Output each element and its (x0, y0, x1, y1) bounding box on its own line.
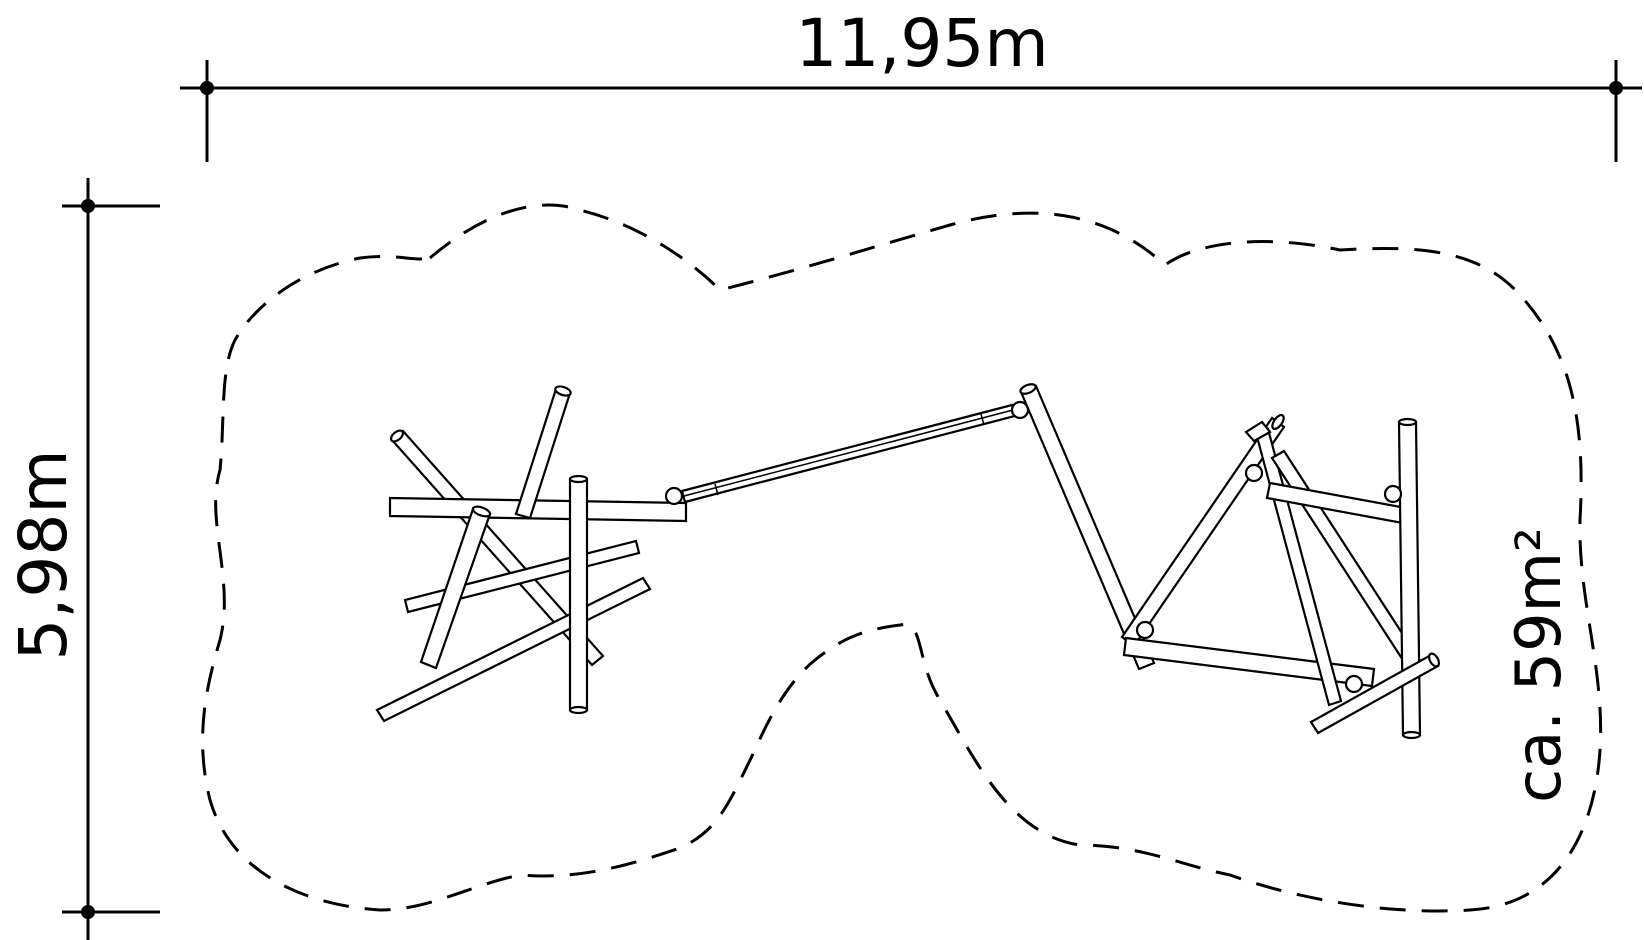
height-dimension-top-dot (81, 199, 95, 213)
log (1397, 420, 1422, 737)
joint-ball (1383, 484, 1403, 504)
width-label: 11,95m (795, 5, 1048, 82)
height-label: 5,98m (5, 449, 82, 660)
log-end (1401, 730, 1422, 740)
width-dimension: 11,95m (180, 5, 1642, 162)
beam-inner-line (683, 409, 1014, 497)
log-end (568, 474, 589, 484)
area-label: ca. 59m² (1502, 527, 1575, 803)
left-log-cluster (375, 385, 688, 723)
width-dimension-left-dot (200, 81, 214, 95)
width-dimension-right-dot (1609, 81, 1623, 95)
log-end (389, 429, 405, 443)
log (514, 387, 572, 520)
right-log-cluster (1120, 413, 1441, 740)
log (1122, 636, 1376, 688)
log-end (1019, 383, 1037, 395)
log-end (554, 385, 572, 397)
connecting-beam (680, 400, 1030, 504)
joint-ball (1135, 620, 1155, 640)
middle-log (1019, 383, 1156, 671)
log-end (471, 505, 492, 518)
joint-ball (664, 486, 684, 506)
log (388, 496, 688, 523)
height-dimension-bottom-dot (81, 905, 95, 919)
log-end (1427, 652, 1441, 668)
beam-segment (714, 483, 719, 496)
joint-ball (1344, 674, 1364, 694)
log-end (1271, 413, 1285, 431)
log (568, 477, 589, 712)
joint-ball (1244, 463, 1264, 483)
log-end (568, 705, 589, 715)
safety-zone-boundary (201, 203, 1603, 913)
log (1244, 420, 1272, 443)
beam-segment (980, 413, 985, 426)
height-dimension: 5,98m (5, 178, 160, 940)
log (1120, 416, 1286, 648)
log-end (1397, 417, 1418, 427)
